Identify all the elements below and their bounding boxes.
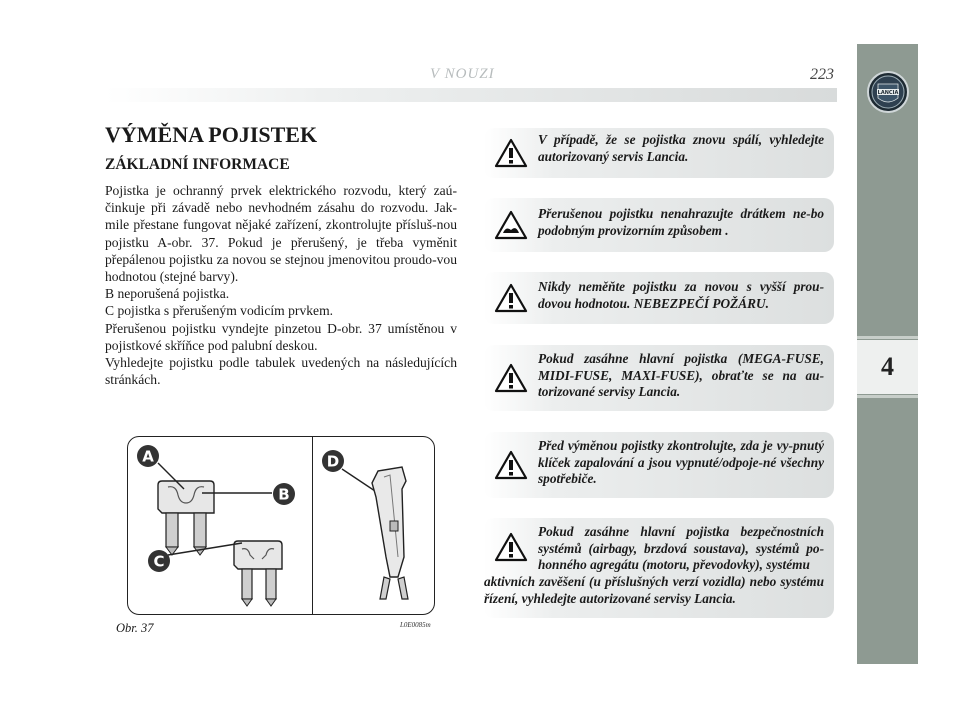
- paragraph: B neporušená pojistka.: [105, 286, 230, 302]
- blown-fuse-drawing: [233, 540, 283, 607]
- paragraph: Pojistka je ochranný prvek elektrického …: [105, 183, 457, 285]
- warning-triangle-icon: [494, 450, 528, 480]
- environment-warning-icon: [494, 210, 528, 240]
- warning-triangle-icon: [494, 138, 528, 168]
- label-c: C: [153, 553, 164, 571]
- warning-box: Přerušenou pojistku nenahrazujte drátkem…: [484, 198, 834, 252]
- header-rule: [105, 88, 837, 102]
- warning-text: Pokud zasáhne hlavní pojistka bezpečnost…: [538, 524, 824, 573]
- warning-triangle-icon: [494, 532, 528, 562]
- figure-caption: Obr. 37: [116, 621, 154, 635]
- warning-text: Před výměnou pojistky zkontrolujte, zda …: [538, 438, 824, 487]
- label-a-marker: A: [137, 445, 159, 467]
- warning-text: Přerušenou pojistku nenahrazujte drátkem…: [538, 206, 824, 238]
- body-text: Pojistka je ochranný prvek elektrického …: [105, 182, 457, 388]
- tweezers-drawing: [371, 466, 409, 600]
- chapter-line-bottom: [857, 395, 918, 398]
- label-d-marker: D: [322, 450, 344, 472]
- figure-code: L0E0085m: [400, 621, 431, 629]
- paragraph: C pojistka s přerušeným vodicím prvkem.: [105, 303, 334, 319]
- fuse-figure: A B C D: [127, 436, 435, 615]
- label-d: D: [327, 453, 339, 471]
- warning-box: V případě, že se pojistka znovu spálí, v…: [484, 128, 834, 178]
- section-title: V NOUZI: [430, 66, 495, 82]
- brand-logo: LANCIA: [857, 44, 918, 140]
- warning-box: Pokud zasáhne hlavní pojistka bezpečnost…: [484, 518, 834, 618]
- label-a: A: [142, 448, 154, 466]
- warning-triangle-icon: [494, 283, 528, 313]
- logo-text: LANCIA: [877, 90, 898, 96]
- warning-text: Pokud zasáhne hlavní pojistka (MEGA-FUSE…: [538, 351, 824, 400]
- label-b-marker: B: [273, 483, 295, 505]
- page-number: 223: [810, 66, 834, 83]
- figure-divider: [312, 437, 314, 614]
- paragraph: Vyhledejte pojistku podle tabulek uveden…: [105, 355, 457, 388]
- lancia-logo-icon: LANCIA: [866, 71, 909, 113]
- section-subheading: ZÁKLADNÍ INFORMACE: [105, 156, 290, 173]
- label-b: B: [278, 486, 289, 504]
- fuse-illustration: A B C D: [137, 445, 409, 607]
- warning-text: V případě, že se pojistka znovu spálí, v…: [538, 132, 824, 164]
- warning-box: Před výměnou pojistky zkontrolujte, zda …: [484, 432, 834, 498]
- warning-text-continued: aktivních zavěšení (u příslušných verzí …: [484, 574, 824, 606]
- warning-triangle-icon: [494, 363, 528, 393]
- warning-box: Nikdy neměňte pojistku za novou s vyšší …: [484, 272, 834, 324]
- warning-text: Nikdy neměňte pojistku za novou s vyšší …: [538, 279, 824, 311]
- warning-box: Pokud zasáhne hlavní pojistka (MEGA-FUSE…: [484, 345, 834, 411]
- page-heading: VÝMĚNA POJISTEK: [105, 122, 318, 147]
- paragraph: Přerušenou pojistku vyndejte pinzetou D-…: [105, 320, 457, 353]
- label-c-marker: C: [148, 550, 170, 572]
- intact-fuse-drawing: [157, 480, 215, 556]
- chapter-number[interactable]: 4: [857, 340, 918, 394]
- chapter-line-top: [857, 336, 918, 339]
